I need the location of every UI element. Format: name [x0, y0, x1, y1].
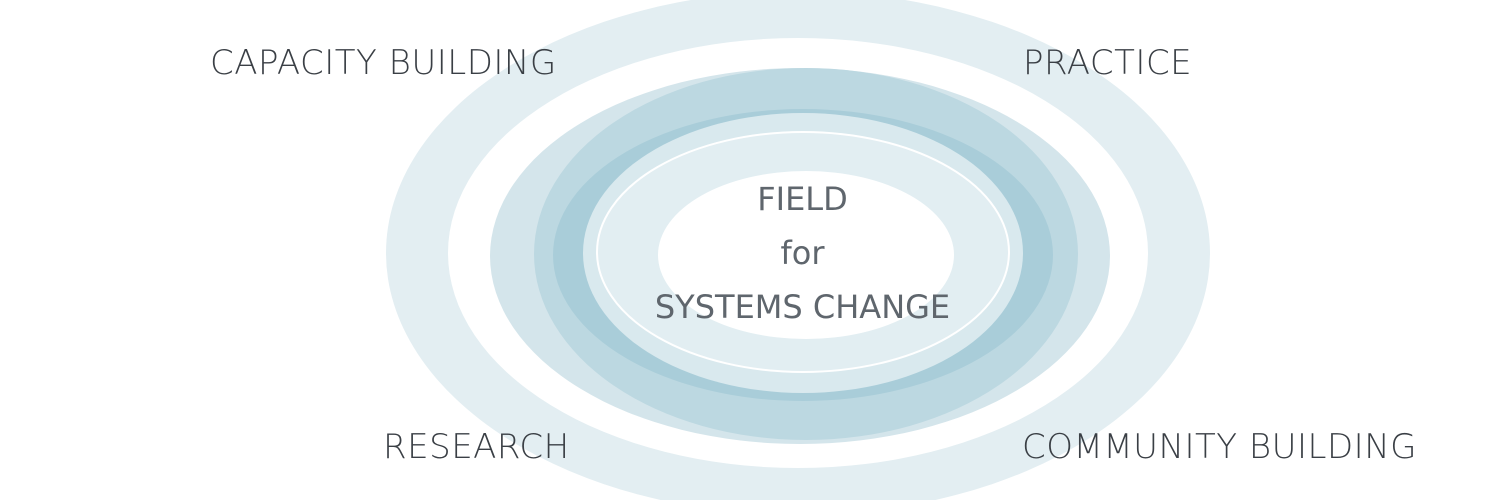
center-title-line-3: SYSTEMS CHANGE [654, 288, 951, 326]
center-title-line-1: FIELD [757, 180, 848, 218]
center-title: FIELD for SYSTEMS CHANGE [600, 172, 1005, 334]
center-field [658, 171, 954, 339]
label-practice: PRACTICE [1023, 43, 1193, 83]
label-research: RESEARCH [383, 427, 570, 467]
label-capacity-building: CAPACITY BUILDING [210, 43, 557, 83]
label-community-building: COMMUNITY BUILDING [1022, 427, 1417, 467]
center-title-line-2: for [780, 234, 825, 272]
